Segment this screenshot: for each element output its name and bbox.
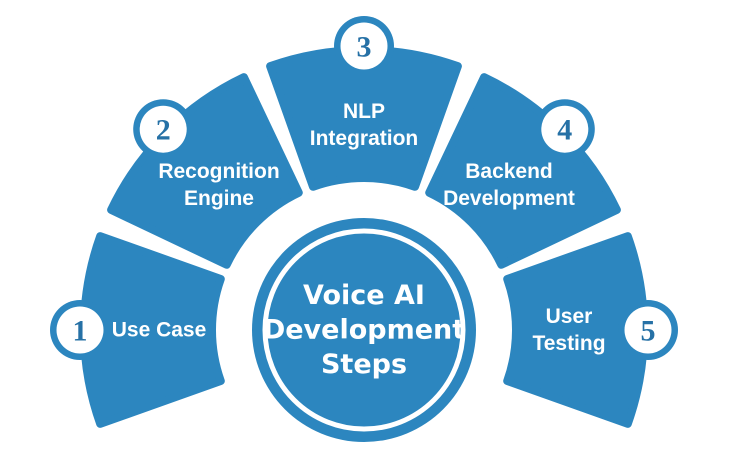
segment-3-badge-circle	[340, 22, 388, 70]
segment-1-wedge	[79, 232, 225, 428]
segment-1-number: 1	[73, 315, 88, 348]
segment-3-number: 3	[357, 31, 372, 64]
segment-3-label-line-1: NLP	[343, 100, 385, 123]
segment-3-wedge	[266, 45, 462, 191]
segment-2-wedge	[107, 73, 303, 269]
segment-5-label-line-2: Testing	[532, 332, 605, 355]
segment-2-label-line-2: Engine	[184, 187, 254, 210]
center-circle-ring	[262, 228, 466, 432]
segment-2-number: 2	[156, 114, 171, 147]
segment-3-label: NLP Integration	[310, 100, 419, 150]
center-circle	[252, 218, 476, 442]
center-title-line-1: Voice AI	[303, 280, 425, 311]
segment-5-number: 5	[641, 315, 656, 348]
center-title-line-2: Development	[263, 315, 465, 346]
segment-5-badge-circle	[624, 306, 672, 354]
segment-4-label-line-1: Backend	[465, 160, 553, 183]
segment-2-badge-circle	[139, 105, 187, 153]
segment-4-wedge	[425, 73, 621, 269]
segment-4-number: 4	[557, 114, 572, 147]
segment-5-wedge	[503, 232, 649, 428]
segment-4-label-line-2: Development	[443, 187, 575, 210]
segment-1-label: Use Case	[112, 319, 207, 342]
segment-1-label-line-1: Use Case	[112, 319, 207, 342]
segment-2-label-line-1: Recognition	[158, 160, 279, 183]
segment-3-label-line-2: Integration	[310, 127, 419, 150]
segment-1-badge-circle	[56, 306, 104, 354]
center-title-line-3: Steps	[321, 349, 407, 380]
segment-4-badge-circle	[541, 105, 589, 153]
segment-5-label-line-1: User	[546, 305, 593, 328]
